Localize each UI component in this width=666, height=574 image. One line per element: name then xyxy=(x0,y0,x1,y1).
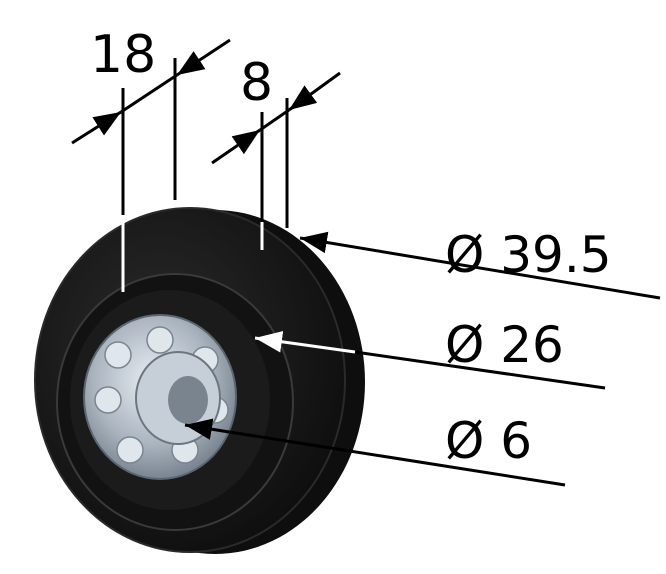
label-width-18: 18 xyxy=(90,25,156,85)
wheel xyxy=(34,207,365,554)
dimension-diameter-hub: Ø 26 xyxy=(254,316,606,390)
label-diameter-6: Ø 6 xyxy=(445,412,532,470)
label-width-8: 8 xyxy=(240,53,273,113)
label-diameter-39-5: Ø 39.5 xyxy=(445,226,612,284)
dimension-width-8: 8 xyxy=(211,53,341,165)
dimension-width-18: 18 xyxy=(71,25,231,145)
dimension-diameter-outer: Ø 39.5 xyxy=(299,226,661,300)
dimension-diameter-bore: Ø 6 xyxy=(184,412,566,487)
label-diameter-26: Ø 26 xyxy=(445,316,564,374)
bore-hole xyxy=(168,376,208,424)
